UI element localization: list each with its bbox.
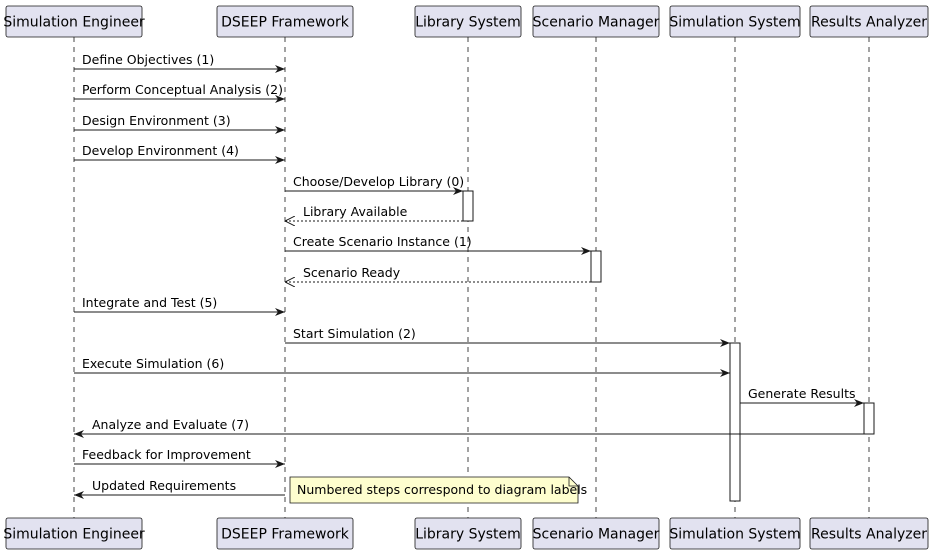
message-15: Updated Requirements	[74, 478, 285, 499]
message-label: Design Environment (3)	[82, 113, 231, 128]
message-label: Feedback for Improvement	[82, 447, 251, 462]
message-5: Choose/Develop Library (0)	[285, 174, 464, 195]
message-3: Design Environment (3)	[74, 113, 285, 134]
participant-label: Simulation Engineer	[3, 527, 145, 543]
participant-label: Results Analyzer	[811, 15, 927, 31]
activation-scn	[590, 250, 602, 283]
message-10: Start Simulation (2)	[285, 326, 730, 347]
participant-res-top: Results Analyzer	[809, 5, 929, 38]
participant-label: Scenario Manager	[533, 527, 660, 543]
activation-res	[863, 402, 875, 435]
message-4: Develop Environment (4)	[74, 143, 285, 164]
participant-label: Results Analyzer	[811, 527, 927, 543]
message-label: Updated Requirements	[92, 478, 236, 493]
participant-dseep-top: DSEEP Framework	[216, 5, 354, 38]
participant-lib-top: Library System	[414, 5, 522, 38]
participant-se-bottom: Simulation Engineer	[3, 517, 145, 550]
participant-label: Scenario Manager	[533, 15, 660, 31]
message-11: Execute Simulation (6)	[74, 356, 730, 377]
note-label: Numbered steps correspond to diagram lab…	[297, 482, 587, 497]
activation-sim	[729, 342, 741, 502]
message-8: Scenario Ready	[285, 265, 591, 282]
activation-lib	[462, 190, 474, 222]
participant-label: Simulation Engineer	[3, 15, 145, 31]
message-label: Execute Simulation (6)	[82, 356, 224, 371]
message-14: Feedback for Improvement	[74, 447, 285, 468]
message-2: Perform Conceptual Analysis (2)	[74, 82, 285, 103]
participant-sim-bottom: Simulation System	[669, 517, 801, 550]
message-9: Integrate and Test (5)	[74, 295, 285, 316]
message-label: Develop Environment (4)	[82, 143, 239, 158]
message-label: Scenario Ready	[303, 265, 401, 280]
message-1: Define Objectives (1)	[74, 52, 285, 73]
message-label: Perform Conceptual Analysis (2)	[82, 82, 283, 97]
participant-label: DSEEP Framework	[221, 527, 350, 543]
participant-scn-bottom: Scenario Manager	[532, 517, 660, 550]
message-12: Generate Results	[740, 386, 864, 407]
participant-se-top: Simulation Engineer	[3, 5, 145, 38]
participant-label: Simulation System	[669, 527, 800, 543]
participant-lib-bottom: Library System	[414, 517, 522, 550]
message-label: Generate Results	[748, 386, 856, 401]
participant-res-bottom: Results Analyzer	[809, 517, 929, 550]
message-7: Create Scenario Instance (1)	[285, 234, 591, 255]
message-label: Library Available	[303, 204, 408, 219]
message-label: Start Simulation (2)	[293, 326, 416, 341]
message-label: Analyze and Evaluate (7)	[92, 417, 249, 432]
participant-scn-top: Scenario Manager	[532, 5, 660, 38]
participant-label: Library System	[415, 15, 521, 31]
message-13: Analyze and Evaluate (7)	[74, 417, 864, 438]
message-label: Choose/Develop Library (0)	[293, 174, 464, 189]
participant-label: DSEEP Framework	[221, 15, 350, 31]
message-label: Create Scenario Instance (1)	[293, 234, 472, 249]
message-label: Define Objectives (1)	[82, 52, 214, 67]
participant-sim-top: Simulation System	[669, 5, 801, 38]
message-6: Library Available	[285, 204, 463, 221]
participant-label: Library System	[415, 527, 521, 543]
note: Numbered steps correspond to diagram lab…	[289, 476, 587, 504]
participant-dseep-bottom: DSEEP Framework	[216, 517, 354, 550]
message-label: Integrate and Test (5)	[82, 295, 217, 310]
participant-label: Simulation System	[669, 15, 800, 31]
